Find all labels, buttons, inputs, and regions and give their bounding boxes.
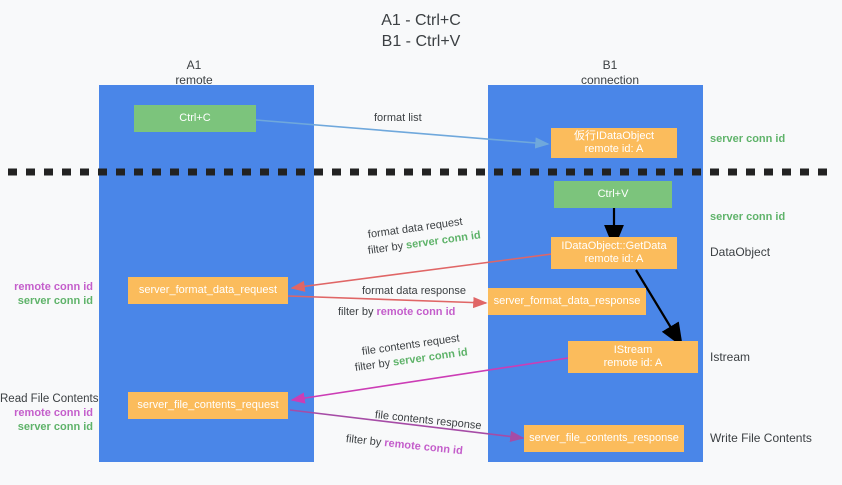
filter-key-remote-conn-id: remote conn id bbox=[383, 437, 464, 458]
node-ctrl-c-label: Ctrl+C bbox=[179, 112, 211, 124]
node-idataobject-line2: remote id: A bbox=[584, 143, 644, 155]
column-b1-role: connection bbox=[580, 73, 640, 87]
node-getdata-line1: IDataObject::GetData bbox=[561, 240, 667, 252]
column-a1-name: A1 bbox=[186, 58, 202, 72]
left-annotation-file: Read File Contents remote conn id server… bbox=[0, 392, 99, 434]
node-idataobject[interactable]: 仮行IDataObject remote id: A bbox=[551, 128, 677, 158]
node-istream[interactable]: IStream remote id: A bbox=[568, 341, 698, 373]
column-a1-role: remote bbox=[175, 73, 213, 87]
node-server-file-contents-request[interactable]: server_file_contents_request bbox=[128, 392, 288, 419]
node-istream-line1: IStream bbox=[613, 344, 653, 356]
node-server-format-data-response-label: server_format_data_response bbox=[493, 295, 641, 307]
node-getdata-line2: remote id: A bbox=[584, 253, 644, 265]
left-label-server-conn-id-2: server conn id bbox=[17, 421, 93, 433]
node-server-format-data-response[interactable]: server_format_data_response bbox=[488, 288, 646, 315]
node-server-file-contents-response-label: server_file_contents_response bbox=[529, 432, 679, 444]
left-label-remote-conn-id-2: remote conn id bbox=[14, 407, 93, 419]
left-label-read-file-contents: Read File Contents bbox=[0, 393, 99, 405]
filter-prefix: filter by bbox=[354, 356, 394, 374]
left-annotation-format: remote conn id server conn id bbox=[0, 280, 93, 308]
edge-label-file-contents-response: file contents response bbox=[374, 409, 483, 433]
node-server-file-contents-request-label: server_file_contents_request bbox=[137, 399, 279, 411]
node-ctrl-v-label: Ctrl+V bbox=[597, 188, 629, 200]
node-server-file-contents-response[interactable]: server_file_contents_response bbox=[524, 425, 684, 452]
edge-label-format-data-response-filter: filter by remote conn id bbox=[338, 305, 455, 319]
edge-label-file-contents-response-filter: filter by remote conn id bbox=[345, 432, 463, 458]
column-header-b1: B1 connection bbox=[530, 58, 690, 88]
node-idataobject-getdata[interactable]: IDataObject::GetData remote id: A bbox=[551, 237, 677, 269]
title-line-1: A1 - Ctrl+C bbox=[381, 12, 461, 29]
right-label-server-conn-id-top: server conn id bbox=[710, 133, 786, 145]
left-label-server-conn-id-1: server conn id bbox=[17, 295, 93, 307]
title-line-2: B1 - Ctrl+V bbox=[381, 33, 461, 50]
right-label-write-file-contents: Write File Contents bbox=[710, 431, 812, 445]
column-header-a1: A1 remote bbox=[114, 58, 274, 88]
page-title: A1 - Ctrl+C B1 - Ctrl+V bbox=[0, 10, 842, 52]
node-ctrl-c[interactable]: Ctrl+C bbox=[134, 105, 256, 132]
edge-label-format-list: format list bbox=[374, 112, 422, 124]
node-server-format-data-request-label: server_format_data_request bbox=[138, 284, 278, 296]
filter-prefix: filter by bbox=[338, 306, 377, 318]
left-label-remote-conn-id-1: remote conn id bbox=[14, 281, 93, 293]
column-b1-name: B1 bbox=[602, 58, 618, 72]
node-server-format-data-request[interactable]: server_format_data_request bbox=[128, 277, 288, 304]
right-label-server-conn-id-mid: server conn id bbox=[710, 211, 786, 223]
right-label-istream: Istream bbox=[710, 350, 751, 364]
edge-label-format-data-response: format data response bbox=[362, 285, 466, 297]
right-label-dataobject: DataObject bbox=[710, 245, 771, 259]
node-ctrl-v[interactable]: Ctrl+V bbox=[554, 181, 672, 208]
filter-key-remote-conn-id: remote conn id bbox=[376, 306, 456, 318]
filter-prefix: filter by bbox=[367, 239, 407, 257]
node-istream-line2: remote id: A bbox=[603, 357, 663, 369]
node-idataobject-line1: 仮行IDataObject bbox=[573, 130, 655, 142]
filter-prefix: filter by bbox=[345, 433, 385, 449]
